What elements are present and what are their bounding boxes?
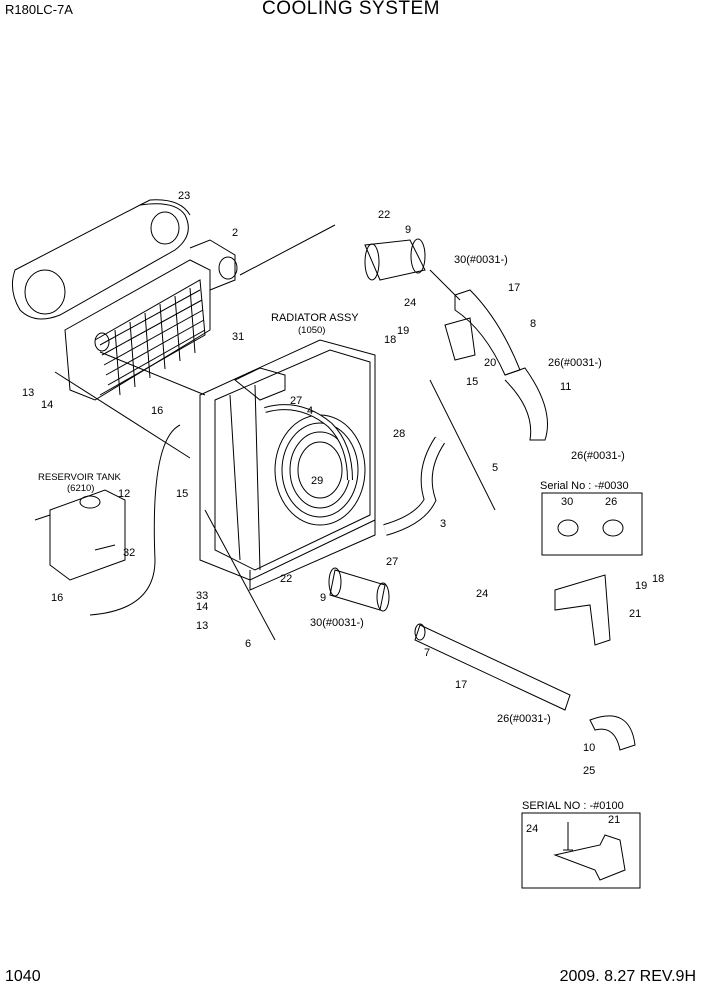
serial-box-1-part-a: 30: [561, 496, 573, 508]
callout: 19: [397, 325, 409, 337]
serial-box-1-title: Serial No : -#0030: [540, 480, 629, 492]
air-hose-11-part: [504, 367, 548, 441]
radiator-assy-label: RADIATOR ASSY: [271, 312, 359, 324]
callout: 16: [151, 405, 163, 417]
callout: 8: [530, 318, 536, 330]
callout: 15: [466, 376, 478, 388]
page-title: COOLING SYSTEM: [261, 0, 441, 19]
serial-box-2-part-a: 24: [526, 823, 538, 835]
callout: 9: [405, 224, 411, 236]
callout: 27: [290, 395, 302, 407]
callout: 11: [560, 381, 571, 393]
serial-box-2-title: SERIAL NO : -#0100: [522, 800, 624, 812]
callout: 12: [118, 488, 130, 500]
callout: 30(#0031-): [310, 617, 364, 629]
callout: 16: [51, 592, 63, 604]
callout-labels: 23 2 22 9 30(#0031-) 17 24 31 8 19 18 20…: [22, 190, 664, 777]
callout: 24: [476, 588, 488, 600]
callout: 32: [123, 547, 135, 559]
callout: 6: [245, 638, 251, 650]
upper-hose-part: [264, 404, 353, 481]
callout: 2: [232, 227, 238, 239]
callout: 27: [386, 556, 398, 568]
model-number: R180LC-7A: [5, 2, 73, 17]
intercooler-cover-part: [11, 199, 191, 320]
callout: 26(#0031-): [571, 450, 625, 462]
callout: 29: [311, 475, 323, 487]
callout: 14: [196, 601, 208, 613]
rod-6-part: [204, 509, 276, 641]
callout: 19: [635, 580, 647, 592]
callout: 13: [22, 387, 34, 399]
callout: 22: [280, 573, 292, 585]
callout: 26(#0031-): [497, 713, 551, 725]
callout: 25: [583, 765, 595, 777]
callout: 18: [384, 334, 396, 346]
callout: 21: [629, 608, 641, 620]
callout: 31: [232, 331, 244, 343]
page-number: 1040: [5, 968, 41, 985]
callout: 18: [652, 573, 664, 585]
callout: 23: [178, 190, 190, 202]
reservoir-tank-part: [34, 489, 126, 581]
reservoir-tank-label: RESERVOIR TANK: [38, 472, 122, 483]
serial-box-2: SERIAL NO : -#0100 24 21: [521, 800, 641, 889]
reservoir-tank-number: (6210): [67, 483, 94, 494]
air-pipe-upper-part: [364, 238, 426, 281]
callout: 7: [424, 647, 430, 659]
callout: 10: [583, 742, 595, 754]
callout: 14: [41, 399, 53, 411]
air-hose-10-part: [589, 715, 636, 751]
air-pipe-lower-part: [328, 567, 390, 612]
callout: 13: [196, 620, 208, 632]
callout: 15: [176, 488, 188, 500]
callout: 30(#0031-): [454, 254, 508, 266]
callout: 26(#0031-): [548, 357, 602, 369]
overflow-hose-12-part: [89, 424, 181, 616]
revision-date: 2009. 8.27 REV.9H: [559, 968, 696, 985]
callout: 3: [440, 518, 446, 530]
serial-box-2-part-b: 21: [608, 814, 620, 826]
callout: 4: [307, 405, 313, 417]
callout: 5: [492, 462, 498, 474]
rod-5-part: [429, 379, 496, 511]
bracket-21-part: [554, 574, 611, 646]
radiator-assy-number: (1050): [298, 325, 325, 336]
callout: 28: [393, 428, 405, 440]
air-pipe-7-part: [414, 624, 571, 711]
callout: 17: [508, 282, 520, 294]
callout: 24: [404, 297, 416, 309]
callout: 22: [378, 209, 390, 221]
callout: 33: [196, 590, 208, 602]
serial-box-1-part-b: 26: [605, 496, 617, 508]
intercooler-core-part: [64, 239, 238, 401]
callout: 9: [320, 592, 326, 604]
callout: 17: [455, 679, 467, 691]
bracket-20-part: [444, 317, 476, 361]
callout: 20: [484, 357, 496, 369]
serial-box-1: Serial No : -#0030 30 26: [540, 480, 643, 556]
